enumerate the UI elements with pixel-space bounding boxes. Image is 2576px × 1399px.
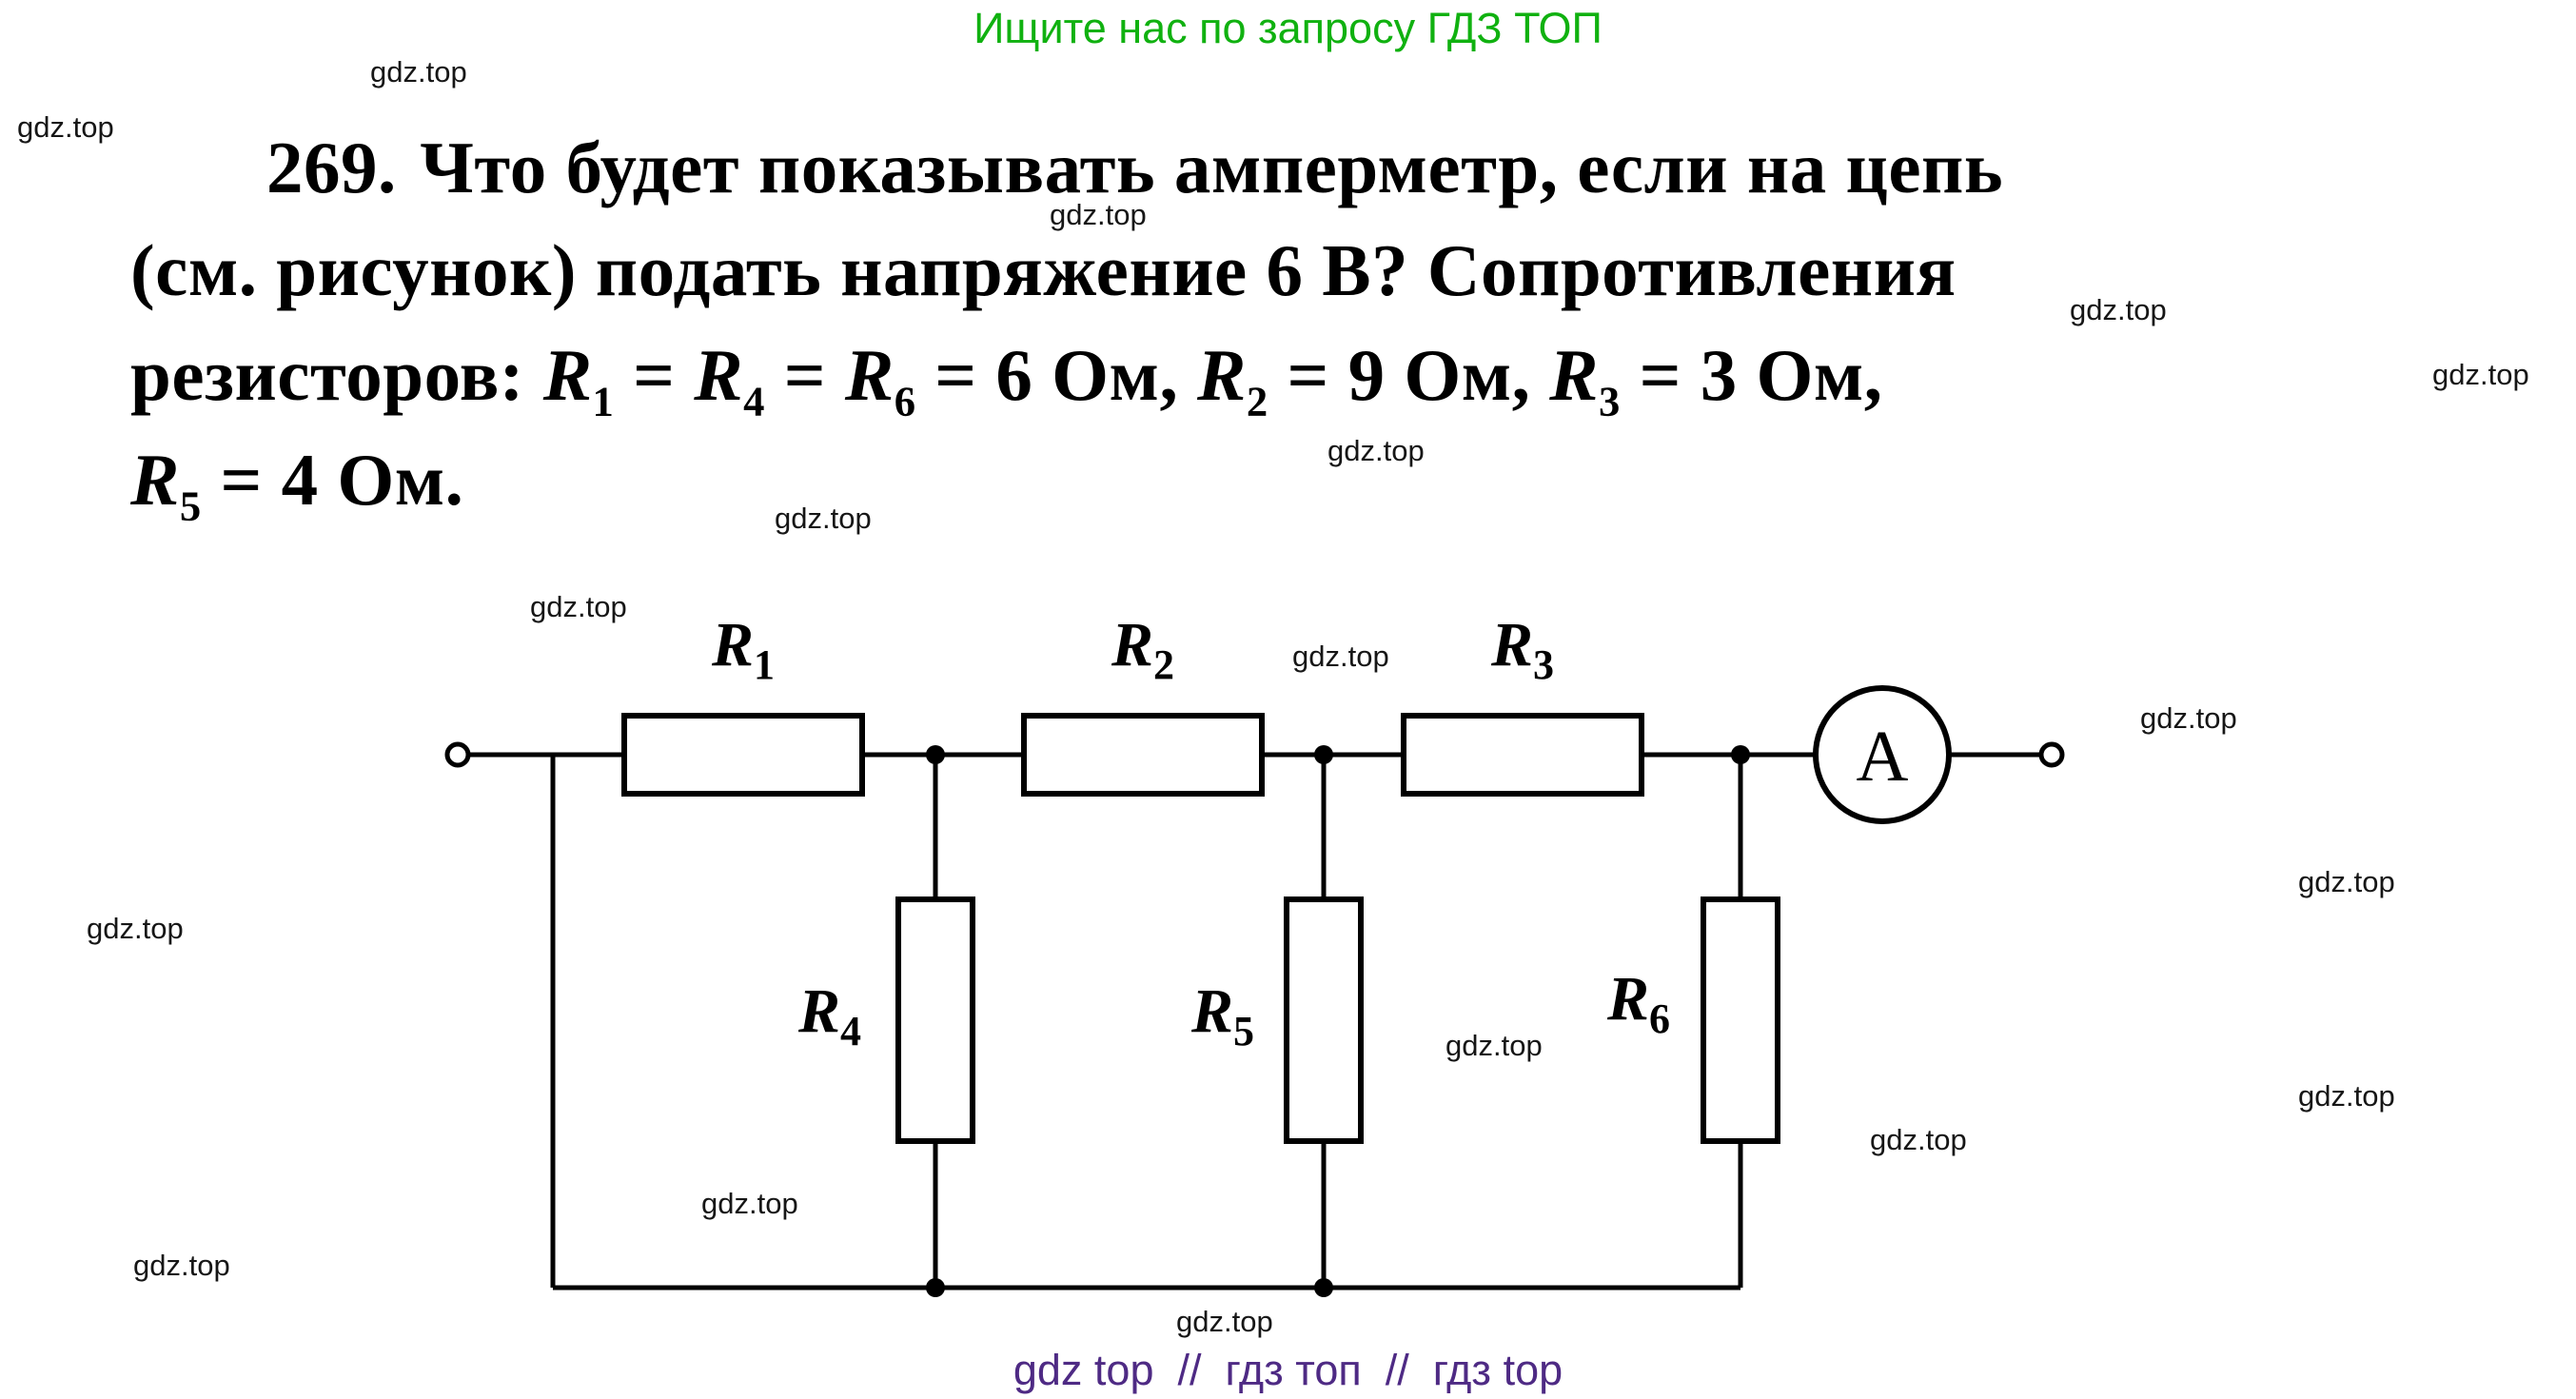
watermark: gdz.top	[1050, 198, 1147, 231]
label-r4: R4	[797, 976, 862, 1055]
junction-dot	[1314, 1278, 1333, 1297]
resistor-r2-body	[1021, 713, 1265, 797]
watermark: gdz.top	[133, 1249, 230, 1282]
watermark: gdz.top	[87, 912, 184, 945]
label-r6: R6	[1606, 964, 1671, 1043]
label-r3: R3	[1490, 610, 1555, 689]
problem-line-3: резисторов: R1 = R4 = R6 = 6 Ом, R2 = 9 …	[130, 333, 1883, 425]
label-r1: R1	[711, 610, 776, 689]
watermark: gdz.top	[2140, 701, 2237, 735]
resistor-r1-body	[621, 713, 865, 797]
resistor-r5-body	[1284, 897, 1364, 1144]
watermark: gdz.top	[370, 55, 467, 89]
var-r6: R6	[844, 334, 916, 425]
label-r2: R2	[1111, 610, 1175, 689]
terminal-left	[444, 741, 471, 768]
var-r2: R2	[1197, 334, 1268, 425]
problem-number: 269.	[266, 127, 397, 208]
problem-line-4: R5 = 4 Ом.	[130, 438, 464, 530]
resistor-r3-body	[1401, 713, 1644, 797]
watermark: gdz.top	[701, 1187, 798, 1220]
text: = 9 Ом,	[1268, 334, 1550, 416]
watermark: gdz.top	[775, 502, 872, 535]
text: = 3 Ом,	[1620, 334, 1883, 416]
ammeter-circle	[1813, 685, 1952, 824]
text: = 6 Ом,	[915, 334, 1197, 416]
text: = 4 Ом.	[201, 439, 464, 521]
junction-dot	[926, 745, 945, 764]
watermark: gdz.top	[17, 110, 114, 144]
watermark: gdz.top	[2298, 1079, 2395, 1113]
watermark: gdz.top	[1445, 1029, 1543, 1062]
problem-line-2: (см. рисунок) подать напряжение 6 В? Соп…	[130, 228, 1957, 313]
watermark: gdz.top	[1327, 434, 1425, 467]
text: резисторов:	[130, 334, 543, 416]
watermark: gdz.top	[2298, 865, 2395, 898]
junction-dot	[926, 1278, 945, 1297]
watermark: gdz.top	[2432, 358, 2529, 391]
text: =	[764, 334, 845, 416]
junction-dot	[1314, 745, 1333, 764]
var-r4: R4	[694, 334, 765, 425]
ammeter-label: A	[1857, 717, 1909, 797]
watermark: gdz.top	[2070, 293, 2167, 326]
junction-dot	[1731, 745, 1750, 764]
resistor-r4-body	[895, 897, 975, 1144]
problem-line-2-text: (см. рисунок) подать напряжение 6 В? Соп…	[130, 229, 1957, 311]
var-r5: R5	[130, 439, 202, 530]
watermark: gdz.top	[1292, 640, 1389, 673]
footer-watermark: gdz top // гдз топ // гдз top	[1013, 1346, 1563, 1394]
var-r1: R1	[542, 334, 615, 425]
resistor-r6-body	[1701, 897, 1780, 1144]
problem-line-1: 269. Что будет показывать амперметр, если…	[266, 126, 2003, 210]
watermark: gdz.top	[1176, 1305, 1273, 1338]
label-r5: R5	[1190, 976, 1255, 1055]
text: =	[614, 334, 695, 416]
var-r3: R3	[1549, 334, 1621, 425]
terminal-right	[2038, 741, 2065, 768]
promo-banner: Ищите нас по запросу ГДЗ ТОП	[973, 4, 1603, 52]
watermark: gdz.top	[1870, 1123, 1967, 1156]
problem-line-1-text: Что будет показывать амперметр, если на …	[420, 127, 2004, 208]
watermark: gdz.top	[530, 590, 627, 623]
